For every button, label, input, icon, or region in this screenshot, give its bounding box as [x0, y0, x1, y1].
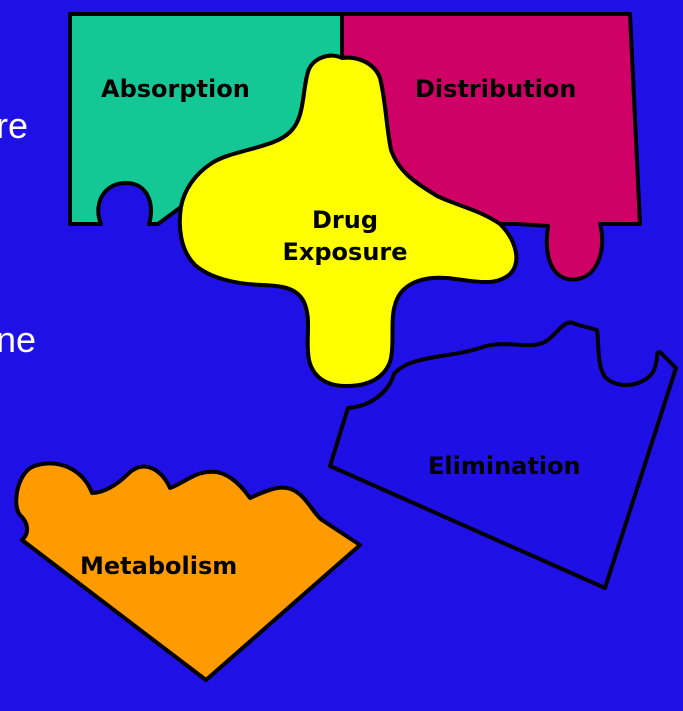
drug-exposure-label-line-2: Exposure: [282, 238, 407, 266]
metabolism-label: Metabolism: [80, 552, 237, 580]
drug-exposure-label-line-1: Drug: [312, 206, 378, 234]
elimination-label: Elimination: [428, 452, 581, 480]
absorption-label: Absorption: [101, 75, 250, 103]
distribution-label: Distribution: [415, 75, 577, 103]
